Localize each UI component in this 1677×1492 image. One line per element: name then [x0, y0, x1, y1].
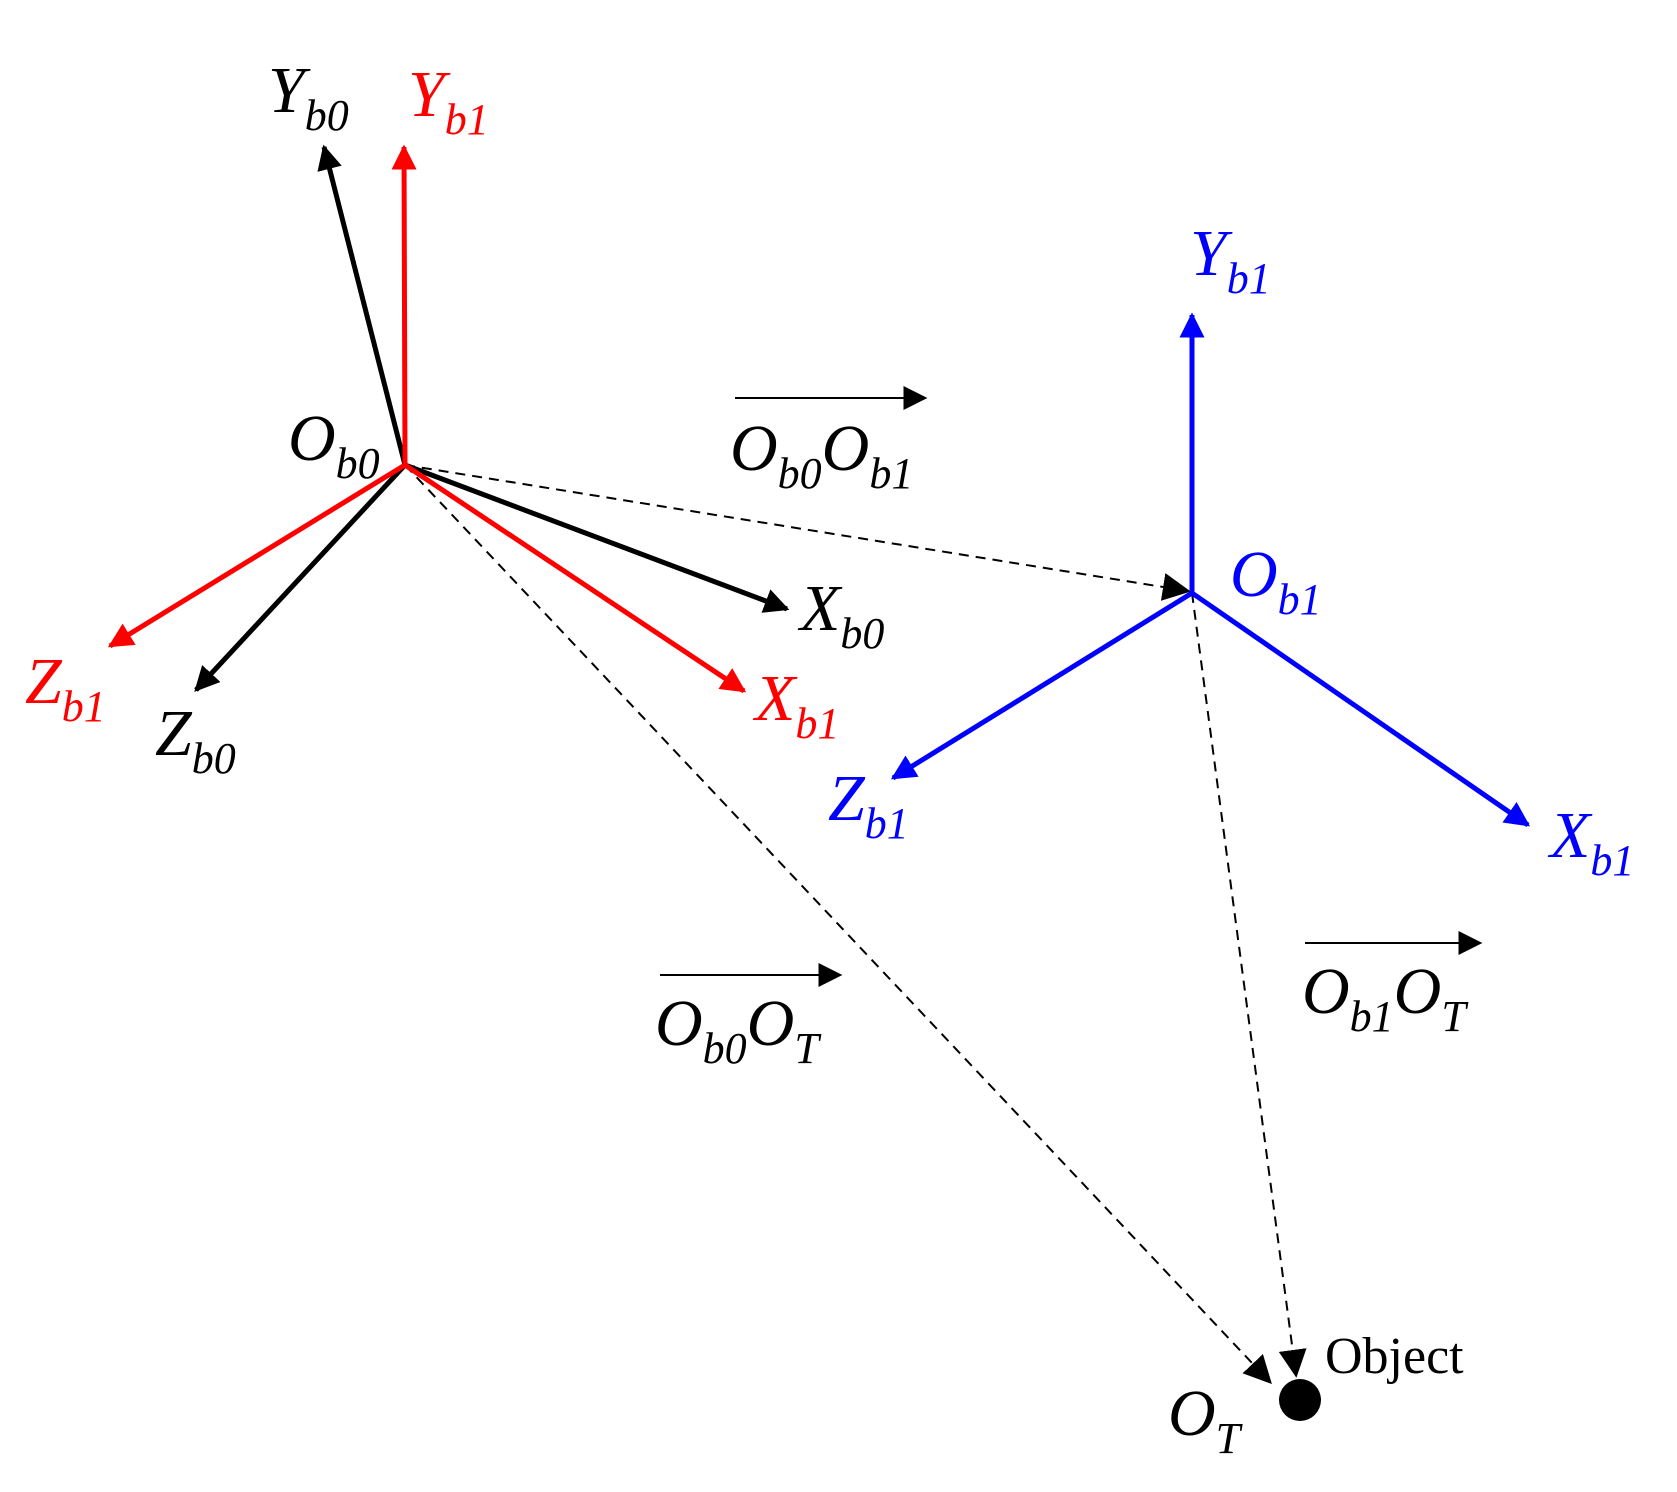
- frame-b1-rotated-x-axis: [403, 462, 747, 694]
- frame-b0-origin-label: Ob0: [288, 402, 380, 488]
- frame-b1-rotated-y-label: Yb1: [408, 58, 489, 144]
- frame-b1-translated-y-label: Yb1: [1190, 217, 1271, 303]
- frame-b1-rotated-z-axis: [107, 462, 407, 649]
- vector-b0-b1-label: Ob0Ob1: [730, 412, 913, 498]
- vector-b0-b1-line: [404, 464, 1191, 601]
- frame-b0-x-label: Xb0: [797, 572, 884, 658]
- frame-b0-z-label: Zb0: [155, 697, 236, 783]
- vector-b0-t-label: Ob0OT: [655, 987, 822, 1073]
- vector-b0-t-line: [404, 464, 1272, 1385]
- object-label: Object: [1325, 1328, 1464, 1385]
- frame-b0-z-axis: [194, 463, 407, 692]
- frame-b0-y-label: Yb0: [268, 54, 349, 140]
- frame-b0-y-axis: [317, 144, 408, 466]
- frame-b1-translated-x-label: Xb1: [1547, 799, 1634, 885]
- target-origin-label: OT: [1168, 1377, 1244, 1463]
- vector-b1-t-label: Ob1OT: [1302, 955, 1469, 1041]
- frame-b1-translated-z-axis: [890, 590, 1194, 781]
- frame-b1-rotated-z-label: Zb1: [25, 645, 106, 731]
- frame-b0-x-axis: [404, 462, 790, 613]
- vector-b1-t-line: [1191, 592, 1307, 1378]
- frame-b1-translated-origin-label: Ob1: [1230, 538, 1322, 624]
- frame-b1-translated-z-label: Zb1: [828, 762, 909, 848]
- frame-b1-translated-x-axis: [1190, 590, 1531, 828]
- frame-b1-rotated-x-label: Xb1: [752, 662, 839, 748]
- frame-b1-rotated-y-axis: [391, 144, 417, 466]
- object-point: [1279, 1379, 1321, 1421]
